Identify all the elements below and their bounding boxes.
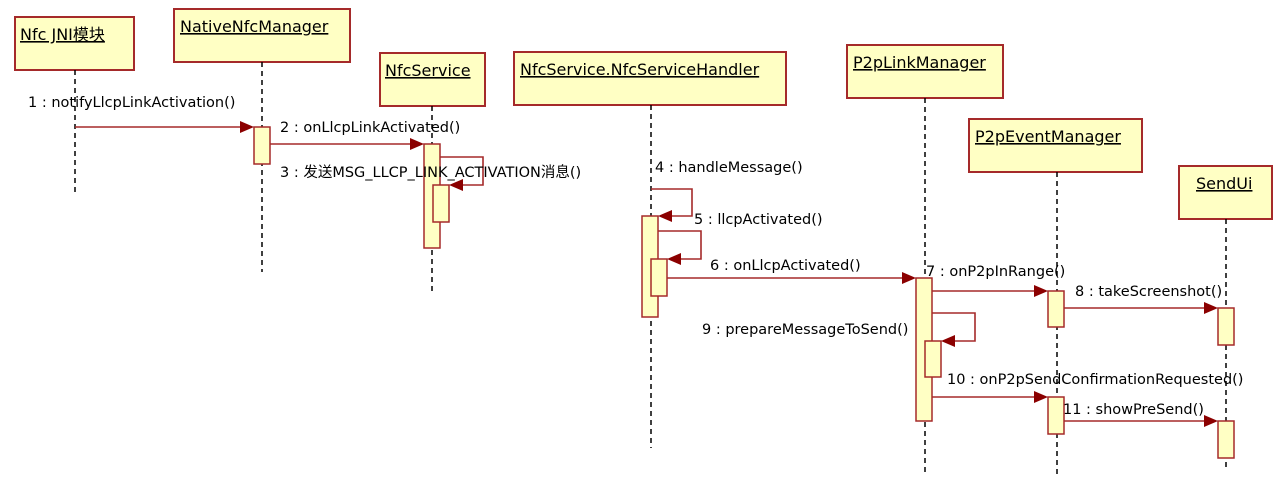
activation-event-2 [1047,396,1065,435]
object-send-ui[interactable]: SendUi [1178,165,1273,220]
arrowhead-icon [240,121,254,133]
message-label: 9 : prepareMessageToSend() [702,322,908,338]
message-8[interactable]: 8 : takeScreenshot() [1064,284,1222,314]
object-nfc-service-handler[interactable]: NfcService.NfcServiceHandler [513,51,787,106]
object-label: SendUi [1196,174,1252,193]
arrowhead-icon [410,138,424,150]
activation-service-nested [432,184,450,223]
arrowhead-icon [902,272,916,284]
activation-native [253,126,271,165]
message-6[interactable]: 6 : onLlcpActivated() [667,258,916,284]
object-label: P2pLinkManager [853,53,986,72]
arrowhead-icon [1204,415,1218,427]
message-label: 10 : onP2pSendConfirmationRequested() [947,372,1243,388]
object-label: P2pEventManager [975,127,1121,146]
activation-event-1 [1047,290,1065,328]
message-label: 7 : onP2pInRange() [926,264,1065,280]
message-label: 3 : 发送MSG_LLCP_LINK_ACTIVATION消息() [280,164,581,181]
activation-link-nested [924,340,942,378]
message-4[interactable]: 4 : handleMessage() [651,160,803,222]
object-p2p-link-manager[interactable]: P2pLinkManager [846,44,1004,99]
object-p2p-event-manager[interactable]: P2pEventManager [968,118,1143,173]
arrowhead-icon [449,179,463,191]
message-label: 4 : handleMessage() [655,160,803,176]
arrowhead-icon [667,253,681,265]
arrowhead-icon [941,335,955,347]
message-2[interactable]: 2 : onLlcpLinkActivated() [270,120,460,150]
activation-handler-nested [650,258,668,297]
object-label: NfcService.NfcServiceHandler [520,60,760,79]
object-nfc-jni[interactable]: Nfc JNI模块 [14,16,135,71]
arrowhead-icon [1204,302,1218,314]
message-9[interactable]: 9 : prepareMessageToSend() [702,312,976,347]
message-label: 8 : takeScreenshot() [1075,284,1222,300]
message-label: 11 : showPreSend() [1063,402,1204,418]
object-nfc-service[interactable]: NfcService [379,52,486,107]
arrowhead-icon [1034,285,1048,297]
message-11[interactable]: 11 : showPreSend() [1063,402,1218,427]
message-3[interactable]: 3 : 发送MSG_LLCP_LINK_ACTIVATION消息() [280,156,581,191]
message-1[interactable]: 1 : notifyLlcpLinkActivation() [28,95,254,133]
arrowhead-icon [1034,391,1048,403]
message-label: 5 : llcpActivated() [694,212,823,228]
activation-sendui-2 [1217,420,1235,459]
activation-sendui-1 [1217,307,1235,346]
object-label: Nfc JNI模块 [20,25,105,44]
message-label: 2 : onLlcpLinkActivated() [280,120,460,136]
message-5[interactable]: 5 : llcpActivated() [658,212,823,265]
message-10[interactable]: 10 : onP2pSendConfirmationRequested() [932,372,1243,403]
message-label: 6 : onLlcpActivated() [710,258,861,274]
object-native-nfc-manager[interactable]: NativeNfcManager [173,8,351,63]
message-7[interactable]: 7 : onP2pInRange() [926,264,1065,297]
object-label: NfcService [385,61,471,80]
message-label: 1 : notifyLlcpLinkActivation() [28,95,235,111]
object-label: NativeNfcManager [180,17,329,36]
arrowhead-icon [658,210,672,222]
